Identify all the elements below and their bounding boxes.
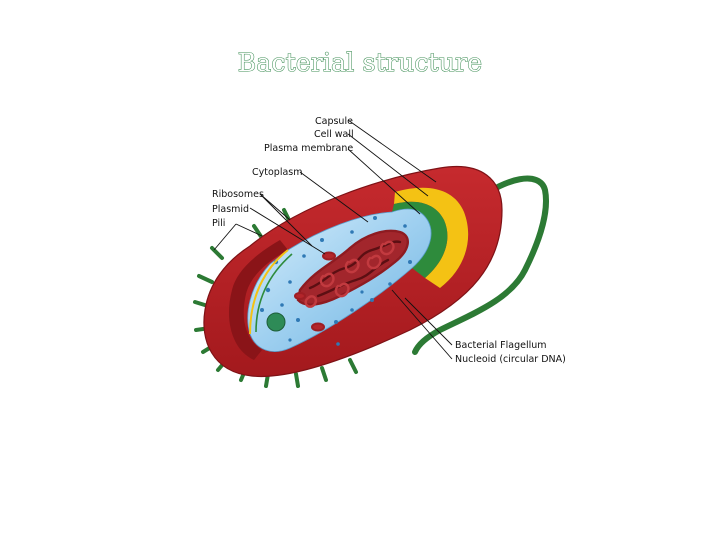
label-ribosomes: Ribosomes (212, 189, 264, 200)
cell-wall (394, 187, 469, 288)
leader-lines (213, 119, 453, 360)
label-cytoplasm: Cytoplasm (252, 167, 303, 178)
pilus (197, 274, 214, 284)
plasmid (294, 292, 306, 300)
membrane-rim (249, 249, 289, 335)
label-plasmid: Plasmid (212, 204, 249, 215)
label-bacterial-flagellum: Bacterial Flagellum (455, 340, 547, 351)
label-plasma-membrane: Plasma membrane (264, 143, 353, 154)
label-capsule: Capsule (315, 116, 353, 127)
flagellum (412, 175, 549, 355)
pilus (210, 246, 224, 260)
label-pili: Pili (212, 218, 225, 229)
plasma-membrane (392, 201, 448, 278)
pilus (320, 366, 328, 382)
inclusion-body (266, 312, 286, 332)
slide-title: Bacterial structure (237, 47, 483, 77)
plasmid (311, 322, 325, 332)
capsule-cut-edge (228, 240, 288, 360)
plasmid (322, 251, 336, 261)
membrane-rim-inner (255, 253, 293, 333)
nucleoid (296, 229, 409, 308)
label-cell-wall: Cell wall (314, 129, 354, 140)
label-nucleoid: Nucleoid (circular DNA) (455, 354, 566, 365)
pilus (252, 224, 264, 240)
plasmids (294, 251, 336, 332)
pilus (294, 372, 300, 388)
pilus (348, 358, 358, 374)
ribosomes (260, 216, 412, 346)
